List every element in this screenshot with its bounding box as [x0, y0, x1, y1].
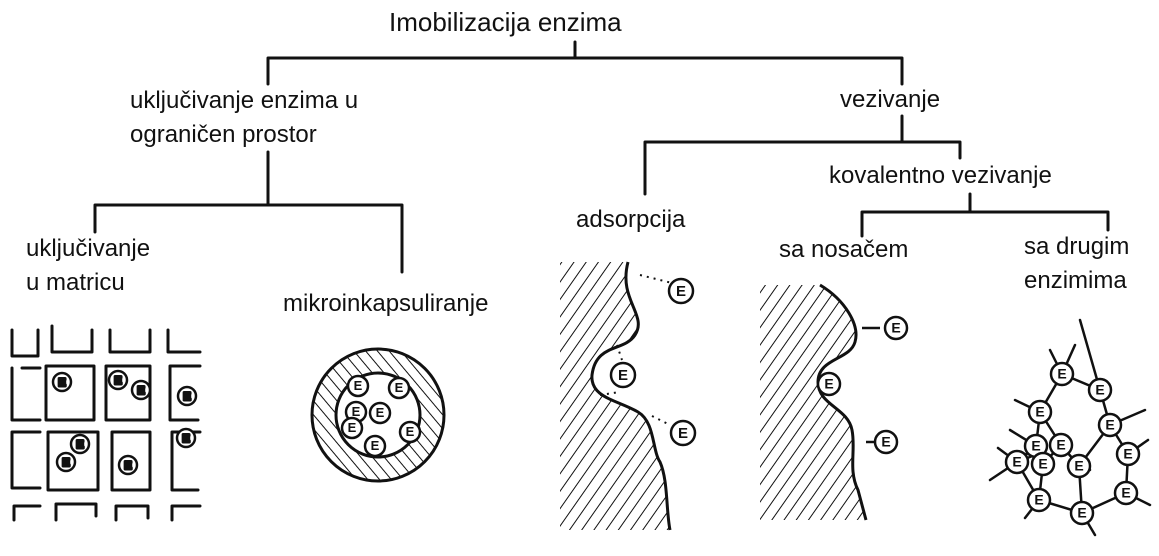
enzyme-marker: E [1029, 401, 1051, 423]
enzyme-marker: E [1115, 482, 1137, 504]
enzyme-marker: E [1117, 443, 1139, 465]
enzyme-marker: E [1071, 502, 1093, 524]
enzyme-symbol: E [1095, 382, 1104, 398]
enzyme-marker: E [389, 378, 409, 398]
enzyme-marker: E [132, 381, 150, 399]
enzyme-symbol: E [137, 385, 144, 397]
enzyme-symbol: E [1038, 456, 1047, 472]
enzyme-symbol: E [1057, 366, 1066, 382]
enzyme-symbol: E [676, 283, 686, 300]
enzyme-symbol: E [58, 377, 65, 389]
enzyme-marker: E [109, 371, 127, 389]
root-label: Imobilizacija enzima [389, 6, 622, 38]
enzyme-symbol: E [124, 460, 131, 472]
enzyme-symbol: E [376, 405, 385, 420]
enzyme-marker: E [178, 387, 196, 405]
enzyme-symbol: E [1105, 417, 1114, 433]
enzyme-symbol: E [881, 434, 890, 450]
enzyme-marker: E [1068, 455, 1090, 477]
enzyme-marker: E [1089, 379, 1111, 401]
enzyme-symbol: E [395, 380, 404, 395]
matrix-grid-line [116, 506, 148, 520]
enzyme-marker: E [177, 429, 195, 447]
tree-connectors [95, 42, 1108, 272]
enzyme-marker: E [1050, 434, 1072, 456]
enzyme-marker: E [1032, 453, 1054, 475]
enzyme-marker: E [671, 421, 695, 445]
enzyme-symbol: E [824, 376, 833, 392]
enzyme-marker: E [57, 453, 75, 471]
enzyme-symbol: E [1121, 485, 1130, 501]
enzyme-symbol: E [348, 420, 357, 435]
enzyme-marker: E [370, 403, 390, 423]
enzyme-symbol: E [182, 433, 189, 445]
matrix-grid-line [172, 506, 200, 520]
enzyme-symbol: E [891, 320, 900, 336]
adsorption-surface-hatch [560, 262, 670, 530]
leaf-label-carrier: sa nosačem [779, 234, 908, 266]
enzyme-marker: E [342, 418, 362, 438]
matrix-grid-line [12, 432, 40, 488]
enzyme-symbol: E [1012, 454, 1021, 470]
enzyme-marker: E [875, 431, 897, 453]
enzyme-marker: E [669, 279, 693, 303]
matrix-grid-line [168, 330, 200, 352]
matrix-grid-line [14, 504, 96, 520]
enzyme-symbol: E [1034, 492, 1043, 508]
matrix-grid-line [46, 366, 94, 420]
enzyme-symbol: E [1035, 404, 1044, 420]
matrix-grid-line [52, 326, 92, 352]
leaf-label-other-enzymes: sa drugim enzimima [1024, 230, 1129, 298]
enzyme-symbol: E [1031, 438, 1040, 454]
connector-root-branches [268, 58, 902, 84]
carrier-illustration: E E E [760, 285, 907, 520]
enzyme-marker: E [365, 436, 385, 456]
enzyme-symbol: E [354, 378, 363, 393]
enzyme-symbol: E [1123, 446, 1132, 462]
enzyme-marker: E [1051, 363, 1073, 385]
enzyme-marker: E [400, 422, 420, 442]
leaf-label-matrix: uključivanje u matricu [26, 232, 150, 300]
matrix-grid-line [12, 330, 38, 356]
enzyme-marker: E [611, 363, 635, 387]
enzyme-symbol: E [406, 424, 415, 439]
enzyme-symbol: E [76, 439, 83, 451]
branch-label-covalent: kovalentno vezivanje [829, 160, 1052, 192]
matrix-grid-line [110, 330, 150, 352]
enzyme-symbol: E [1074, 458, 1083, 474]
enzyme-marker: E [885, 317, 907, 339]
adsorption-illustration: E E E [560, 262, 695, 530]
carrier-surface-hatch [760, 285, 866, 520]
enzyme-marker: E [119, 456, 137, 474]
branch-label-confinement: uključivanje enzima u ograničen prostor [130, 84, 358, 152]
enzyme-symbol: E [1056, 437, 1065, 453]
enzyme-symbol: E [62, 457, 69, 469]
enzyme-marker: E [71, 435, 89, 453]
leaf-label-microcapsule: mikroinkapsuliranje [283, 288, 488, 320]
enzyme-marker: E [1006, 451, 1028, 473]
enzyme-marker: E [818, 373, 840, 395]
enzyme-marker: E [348, 376, 368, 396]
matrix-grid-line [12, 368, 40, 420]
enzyme-symbol: E [114, 375, 121, 387]
branch-label-binding: vezivanje [840, 84, 940, 116]
enzyme-marker: E [53, 373, 71, 391]
enzyme-marker: E [1028, 489, 1050, 511]
enzyme-symbol: E [678, 425, 688, 442]
leaf-label-adsorption: adsorpcija [576, 204, 685, 236]
enzyme-symbol: E [371, 438, 380, 453]
enzyme-marker: E [1099, 414, 1121, 436]
enzyme-symbol: E [183, 391, 190, 403]
enzyme-symbol: E [1077, 505, 1086, 521]
enzyme-symbol: E [618, 367, 628, 384]
